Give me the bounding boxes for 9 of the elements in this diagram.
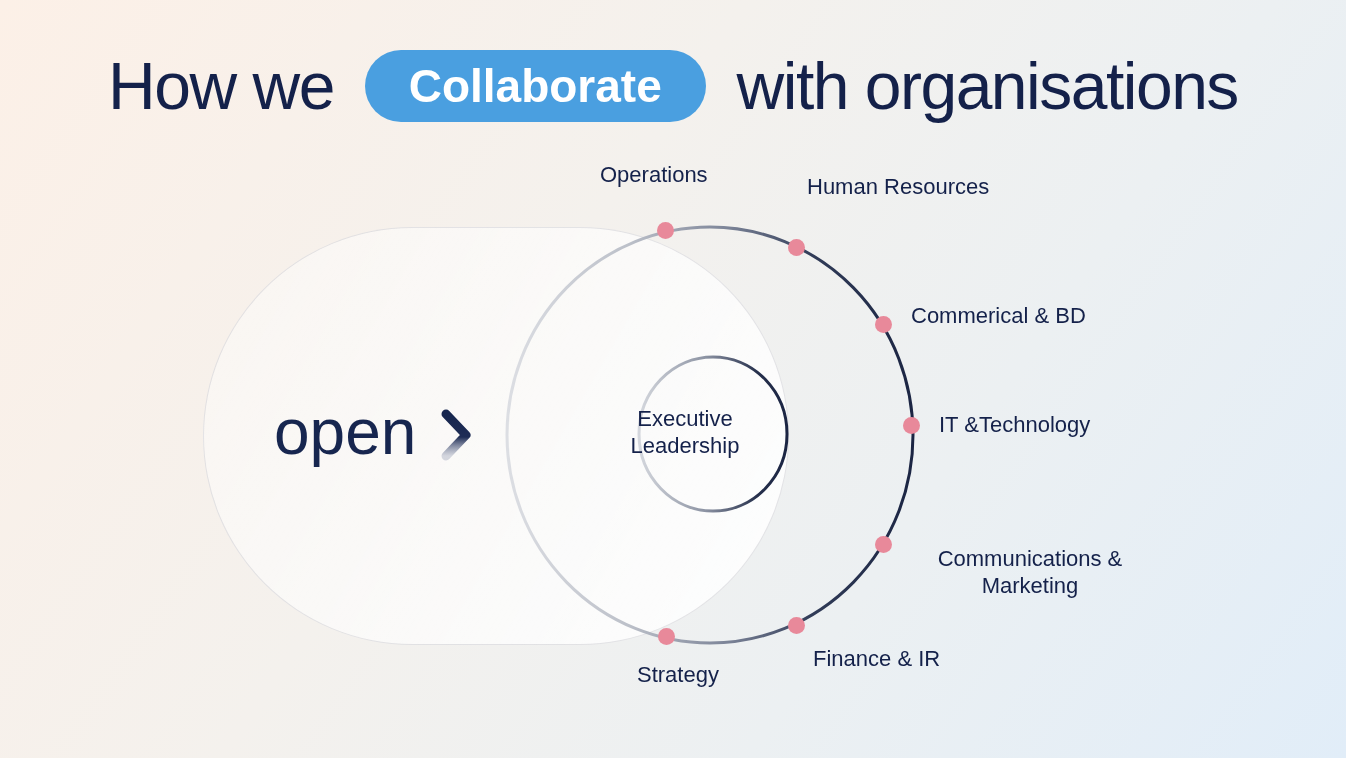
point-label: IT &Technology bbox=[939, 411, 1091, 438]
point-label: Communications & Marketing bbox=[936, 545, 1124, 599]
point-label: Strategy bbox=[637, 661, 719, 688]
circle-label: Executive Leadership bbox=[629, 405, 741, 459]
title: How we Collaborate with organisations bbox=[107, 48, 1239, 125]
point-label: Finance & IR bbox=[813, 645, 941, 672]
point-label: Commerical & BD bbox=[911, 302, 1086, 329]
point-label: Operations bbox=[600, 161, 708, 188]
point-label: Human Resources bbox=[807, 173, 990, 200]
